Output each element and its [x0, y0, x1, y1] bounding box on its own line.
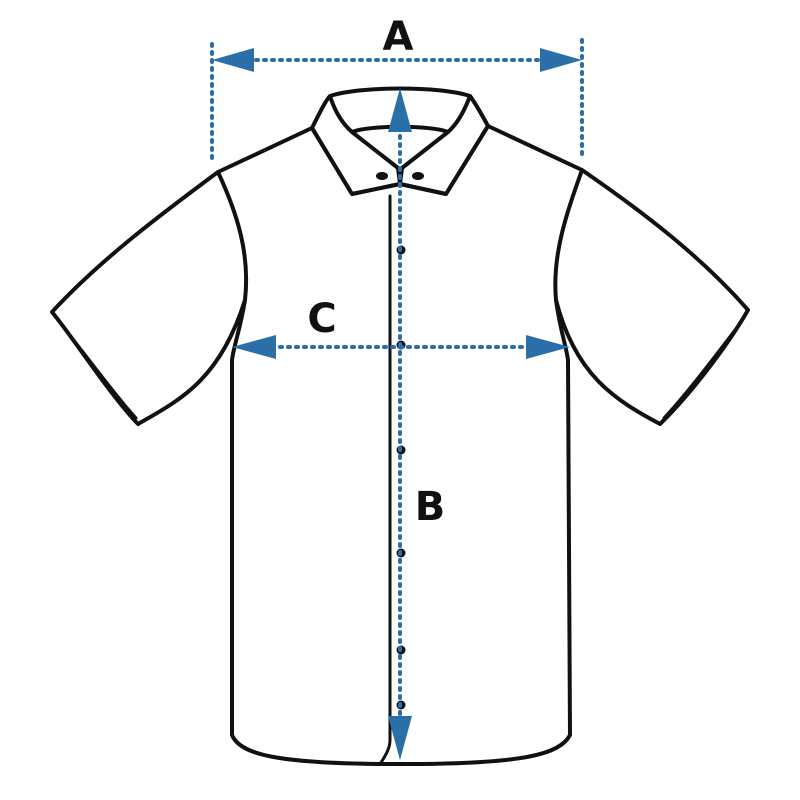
right-sleeve-cuff: [662, 324, 740, 420]
hem-placket: [378, 738, 392, 766]
label-c: C: [307, 296, 336, 342]
shirt-body-outline: [216, 124, 584, 766]
measurement-a-left-arrow: [212, 48, 254, 72]
label-b: B: [415, 484, 446, 530]
measurement-a: A: [210, 14, 584, 164]
measurement-a-right-arrow: [540, 48, 582, 72]
measurement-b-top-arrow: [388, 88, 412, 132]
measurement-c: C: [232, 296, 570, 359]
collar-button-right: [412, 172, 424, 180]
label-a: A: [383, 14, 414, 60]
collar-button-left: [376, 172, 388, 180]
collar-left-point: [310, 126, 402, 196]
left-sleeve-outline: [50, 170, 247, 426]
measurement-b-bottom-arrow: [388, 716, 412, 760]
measurement-c-right-arrow: [526, 335, 570, 359]
measurement-c-left-arrow: [232, 335, 276, 359]
right-sleeve-outline: [554, 168, 750, 426]
left-sleeve-cuff: [62, 326, 138, 420]
collar-right-point: [398, 124, 490, 196]
measurement-b: B: [388, 88, 445, 760]
